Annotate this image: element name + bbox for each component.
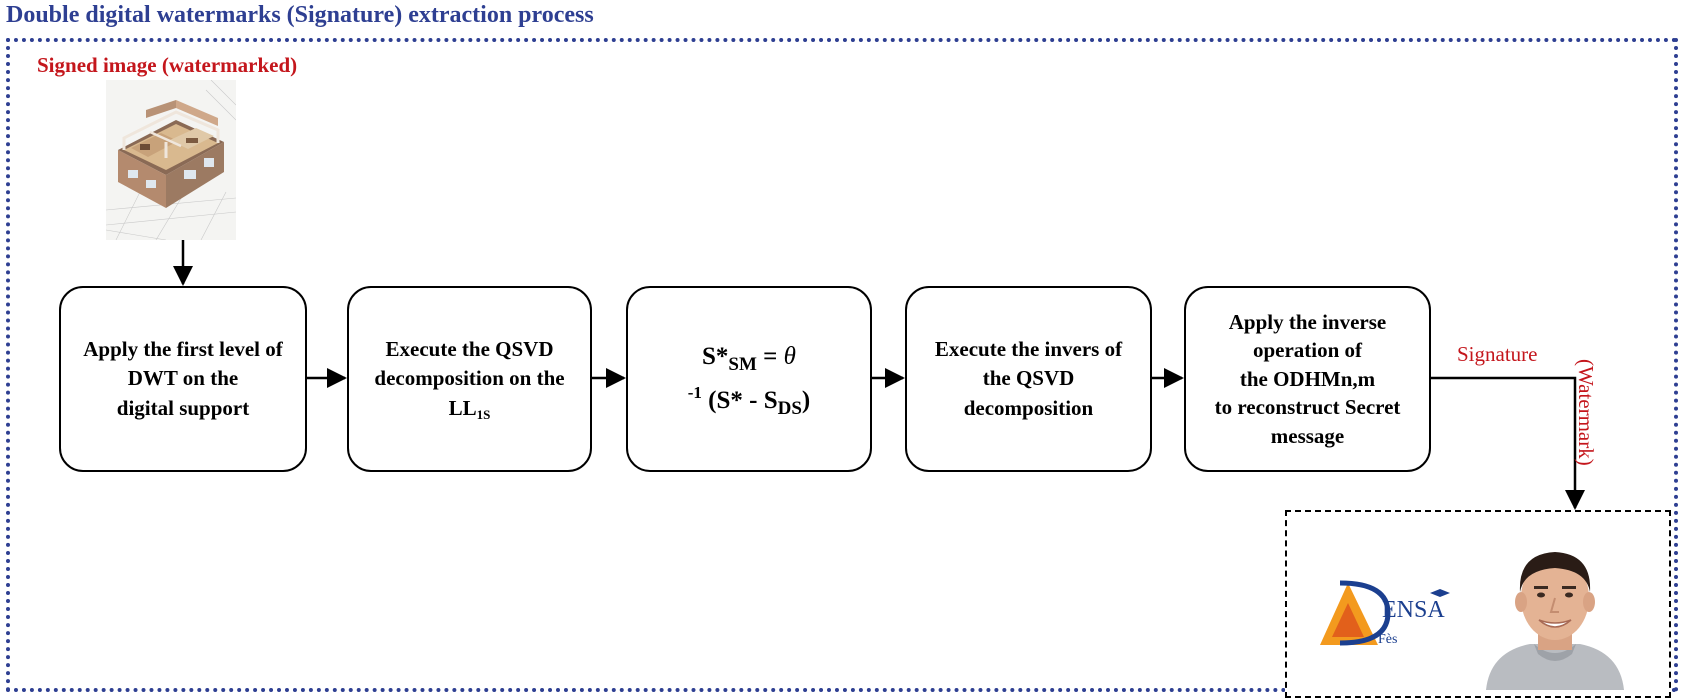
step-text: message (1270, 423, 1345, 448)
step-text: Apply the inverse (1228, 310, 1387, 335)
step-text: the QSVD (982, 366, 1075, 391)
logo-main-text: ENSA (1382, 597, 1445, 623)
ll-symbol: LL (448, 395, 477, 420)
person-photo (1482, 540, 1628, 690)
formula-paren-open: (S* - S (708, 387, 778, 414)
formula-sup-inverse: -1 (687, 383, 702, 402)
step-text: decomposition (963, 395, 1094, 420)
formula-sub-ds: DS (777, 398, 802, 419)
step-text: to reconstruct Secret (1214, 395, 1401, 420)
formula-s-star: S* (702, 343, 729, 371)
step-inverse-odhm: Apply the inverse operation of the ODHMn… (1184, 286, 1431, 472)
page-title: Double digital watermarks (Signature) ex… (6, 2, 594, 28)
process-frame (6, 38, 1678, 692)
step-text: Execute the invers of (934, 336, 1123, 361)
house-image (106, 80, 236, 240)
step-text: decomposition on the (374, 366, 565, 391)
step-apply-dwt: Apply the first level of DWT on the digi… (59, 286, 307, 472)
step-execute-qsvd: Execute the QSVD decomposition on the LL… (347, 286, 592, 472)
step-text: operation of (1252, 338, 1363, 363)
step-text-ll: LL1S (374, 394, 564, 423)
watermark-label: (Watermark) (1574, 359, 1598, 466)
ll-subscript: 1S (476, 406, 491, 422)
signature-connector (1431, 376, 1585, 510)
formula-equals: = (763, 343, 778, 371)
formula-line-1: S*SM = θ (688, 335, 811, 379)
signed-image-label: Signed image (watermarked) (37, 53, 298, 77)
step-inverse-qsvd: Execute the invers of the QSVD decomposi… (905, 286, 1152, 472)
step-text: digital support (116, 395, 250, 420)
step-text: the ODHMn,m (1239, 366, 1376, 391)
step-formula: S*SM = θ -1 (S* - SDS) (626, 286, 872, 472)
formula-line-2: -1 (S* - SDS) (688, 379, 811, 423)
logo-sub-text: Fès (1378, 632, 1397, 647)
step-text: DWT on the (127, 366, 239, 391)
step-text: Execute the QSVD (385, 336, 554, 361)
formula-sub-sm: SM (728, 354, 757, 376)
step-text: Apply the first level of (83, 336, 283, 361)
formula-paren-close: ) (801, 387, 811, 414)
formula-theta: θ (783, 343, 796, 371)
ensa-logo: ENSA Fès (1320, 580, 1450, 647)
signature-label: Signature (1457, 342, 1538, 366)
